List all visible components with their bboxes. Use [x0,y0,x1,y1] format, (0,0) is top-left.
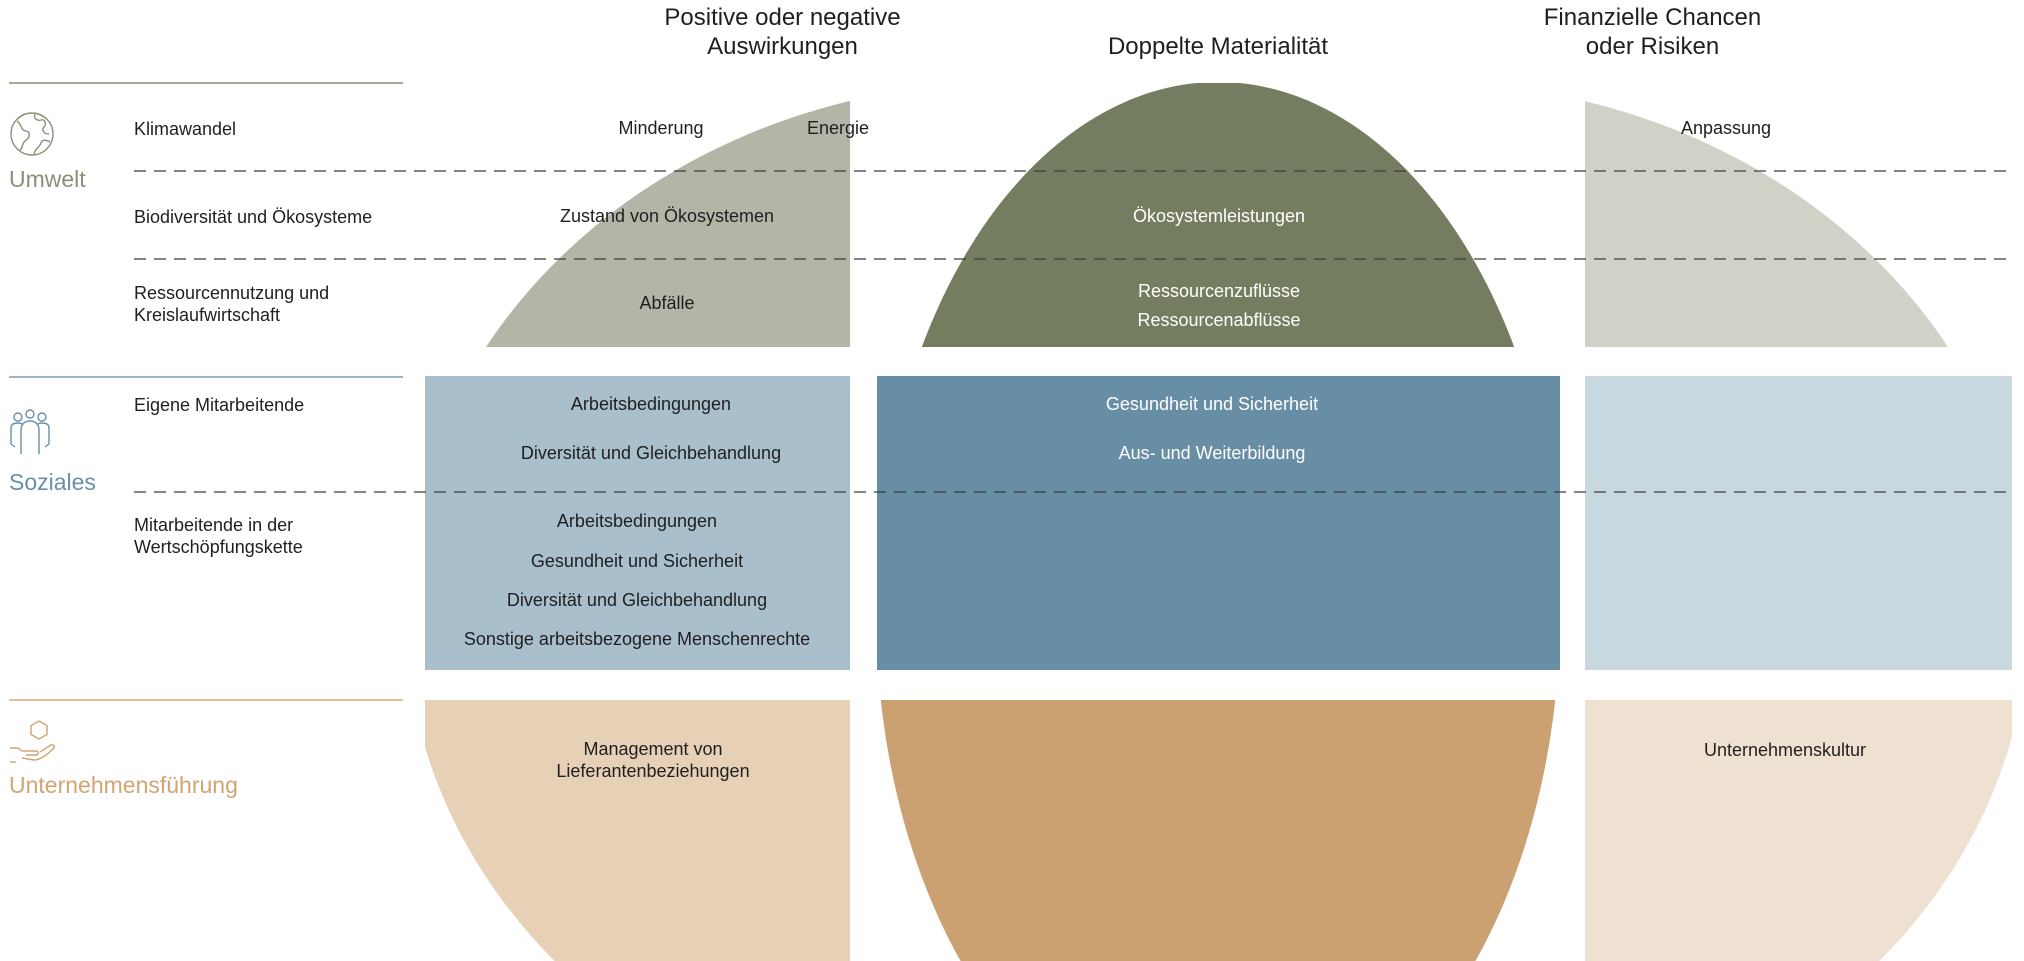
header-double-materiality: Doppelte Materialität [1107,33,1329,60]
soziales-band [425,376,2012,670]
topic-klimawandel: Klimawandel [134,119,237,139]
soziales-right-area [1585,376,2012,670]
topic-wertschoepfungskette: Mitarbeitende in der Wertschöpfungskette [134,515,303,557]
hand-hexagon-icon [10,720,55,763]
cell-gesundheit-kette: Gesundheit und Sicherheit [530,551,744,571]
cell-arbeitsbedingungen-kette: Arbeitsbedingungen [556,511,718,531]
cell-oekosystemleistungen: Ökosystemleistungen [1132,206,1306,226]
cell-zustand-oekosysteme: Zustand von Ökosystemen [559,206,775,226]
cell-gesundheit-eigene: Gesundheit und Sicherheit [1105,394,1319,414]
header-financial: Finanzielle Chancen oder Risiken [1543,4,1762,60]
cell-abfaelle: Abfälle [639,293,695,313]
umwelt-rule [9,82,403,84]
umwelt-right-area [1585,83,2012,347]
cell-energie: Energie [806,118,870,138]
cell-minderung: Minderung [618,118,704,138]
globe-icon [10,112,54,156]
people-group-icon [10,409,50,454]
cell-diversitaet-kette: Diversität und Gleichbehandlung [506,590,768,610]
soziales-left-area [425,376,850,670]
cell-lieferantenbeziehungen: Management von Lieferantenbeziehungen [556,739,750,781]
header-impacts: Positive oder negative Auswirkungen [664,4,901,60]
governance-middle-area [877,700,1560,961]
cell-anpassung: Anpassung [1680,118,1772,138]
cell-ressourcenabfluesse: Ressourcenabflüsse [1137,310,1301,330]
category-umwelt: Umwelt [9,166,86,192]
topic-biodiversitaet: Biodiversität und Ökosysteme [134,207,373,227]
category-unternehmensfuehrung: Unternehmensführung [9,772,238,798]
cell-diversitaet-eigene: Diversität und Gleichbehandlung [520,443,782,463]
soziales-rule [9,376,403,378]
topic-ressourcen: Ressourcennutzung und Kreislaufwirtschaf… [134,283,330,325]
cell-unternehmenskultur: Unternehmenskultur [1703,740,1867,760]
cell-arbeitsbedingungen-eigene: Arbeitsbedingungen [570,394,732,414]
governance-rule [9,699,403,701]
governance-band [425,700,2012,961]
cell-aus-weiterbildung: Aus- und Weiterbildung [1118,443,1306,463]
soziales-middle-area [877,376,1560,670]
topic-eigene-mitarbeitende: Eigene Mitarbeitende [134,395,305,415]
cell-menschenrechte: Sonstige arbeitsbezogene Menschenrechte [463,629,811,649]
category-soziales: Soziales [9,469,96,495]
cell-ressourcenzufluesse: Ressourcenzuflüsse [1137,281,1301,301]
row-separators [134,170,2012,493]
